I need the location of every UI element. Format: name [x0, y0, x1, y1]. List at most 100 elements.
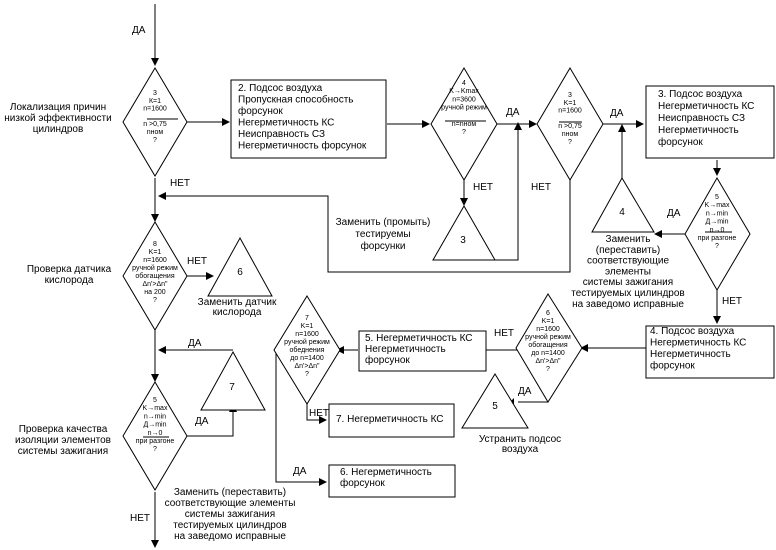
- text-line: соответствующие элементы: [165, 498, 296, 509]
- label-yes-d5a: ДА: [667, 208, 681, 219]
- text-line: тестируемых цилиндров: [173, 520, 286, 531]
- diamond-4-shape: [430, 67, 498, 181]
- diamond-3b-shape: [536, 67, 604, 181]
- fraction-bars: [143, 118, 732, 438]
- box-4-shape: [645, 325, 775, 379]
- text-line: 4. Подсос воздуха: [650, 326, 735, 337]
- text-line: n=1600: [536, 326, 560, 333]
- text-line: форсунок: [238, 105, 283, 117]
- text-line: низкой эффективности: [4, 112, 111, 124]
- text-line: кислорода: [45, 275, 94, 286]
- text-line: системы зажигания: [583, 277, 673, 288]
- text-line: 8: [153, 241, 157, 248]
- triangle-7-number: 7: [229, 382, 235, 393]
- text-line: Устранить подсос: [479, 434, 561, 445]
- label-no-d8: НЕТ: [187, 256, 207, 267]
- box-3-shape: [645, 85, 775, 159]
- text-line: nном: [562, 131, 579, 138]
- text-line: системы зажигания: [18, 446, 108, 457]
- text-line: на заведомо исправные: [174, 531, 286, 542]
- text-line: Негерметичность форсунок: [238, 140, 367, 152]
- label-no-d6: НЕТ: [494, 328, 514, 339]
- label-no-d3b: НЕТ: [531, 182, 551, 193]
- text-line: 5: [715, 194, 719, 201]
- text-line: n→min: [144, 413, 166, 420]
- text-line: K=1: [149, 249, 162, 256]
- text-line: воздуха: [502, 444, 539, 455]
- diamond-8-shape: [122, 221, 188, 331]
- text-line: форсунки: [361, 240, 406, 252]
- text-line: форсунок: [365, 354, 410, 366]
- text-line: Пропускная способность: [238, 94, 354, 106]
- label-yes-d3b: ДА: [610, 108, 624, 119]
- text-line: 5. Негерметичность КС: [365, 333, 473, 344]
- text-line: (переставить): [596, 245, 660, 256]
- text-line: 7: [305, 315, 309, 322]
- triangle-3-number: 3: [460, 235, 466, 246]
- text-line: n→0: [148, 430, 163, 437]
- text-line: изоляции элементов: [15, 435, 111, 446]
- triangle-7-shape: [200, 350, 266, 411]
- text-line: на заведомо исправные: [572, 299, 684, 310]
- text-line: Проверка качества: [19, 424, 108, 435]
- text-line: Негерметичность: [658, 125, 739, 136]
- text-line: nном: [147, 129, 164, 136]
- text-line: тестируемы: [355, 229, 410, 240]
- label-yes-d4: ДА: [506, 107, 520, 118]
- text-line: K→max: [705, 202, 730, 209]
- text-line: n→0: [710, 227, 725, 234]
- text-line: ?: [305, 371, 309, 378]
- text-line: Негерметичность: [650, 349, 731, 360]
- boxes: [230, 79, 775, 498]
- diamond-6-shape: [515, 293, 583, 403]
- text-line: до n=1400: [290, 355, 324, 362]
- text-line: 3: [568, 92, 572, 99]
- text-line: форсунок: [650, 360, 695, 372]
- triangle-3-shape: [432, 204, 496, 261]
- text-line: Негерметичность КС: [650, 338, 746, 349]
- text-line: ?: [153, 297, 157, 304]
- label-yes-loop7: ДА: [188, 338, 202, 349]
- label-yes-d7: ДА: [293, 466, 307, 477]
- text-line: Проверка датчика: [27, 264, 112, 275]
- label-no-d3a: НЕТ: [170, 178, 190, 189]
- text-line: 4: [462, 80, 466, 87]
- text-line: обеднения: [290, 346, 325, 354]
- text-line: n >0,75: [558, 123, 582, 130]
- text-line: K=1: [301, 323, 314, 330]
- text-line: 7. Негерметичность КС: [336, 414, 444, 425]
- text-line: форсунок: [340, 477, 385, 489]
- triangles: [200, 176, 655, 429]
- text-line: элементы: [605, 266, 651, 277]
- text-line: 3: [153, 90, 157, 97]
- text-line: Неисправность СЗ: [238, 129, 325, 140]
- text-line: 6. Негерметичность: [340, 467, 432, 478]
- text-line: Заменить (переставить): [174, 487, 286, 498]
- text-line: n=3600: [452, 96, 476, 103]
- text-line: 3. Подсос воздуха: [658, 89, 743, 100]
- label-no-d7: НЕТ: [309, 408, 329, 419]
- text-line: ?: [462, 129, 466, 136]
- diamond-5a-shape: [684, 177, 751, 291]
- text-line: 2. Подсос воздуха: [238, 83, 323, 94]
- text-line: n=nном: [452, 121, 477, 128]
- text-line: n >0,75: [143, 121, 167, 128]
- text-line: K=1: [542, 318, 555, 325]
- diamond-3a-shape: [122, 67, 188, 177]
- note-ignition-bottom: Заменить (переставить)соответствующие эл…: [165, 487, 296, 542]
- text-line: до n=1400: [531, 350, 565, 357]
- text-line: K→Kmax: [449, 88, 479, 95]
- text-line: Заменить: [606, 234, 651, 245]
- text-line: ручной режим: [132, 264, 178, 272]
